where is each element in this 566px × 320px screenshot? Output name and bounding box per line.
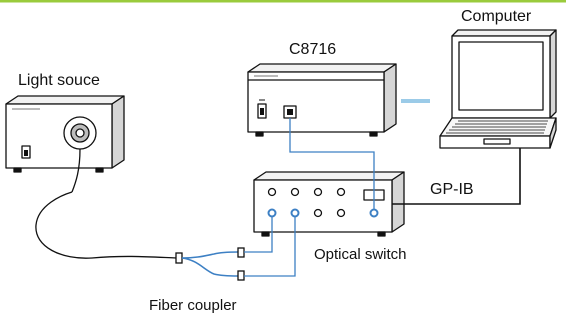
- switch-port: [313, 187, 323, 197]
- fiber-coupler-label: Fiber coupler: [149, 297, 237, 314]
- switch-port: [290, 187, 300, 197]
- fiber-coupler: [175, 247, 245, 281]
- switch-port: [313, 208, 323, 218]
- light-source-unit: [5, 95, 125, 173]
- switch-port: [336, 208, 346, 218]
- gpib-cable: [392, 148, 521, 205]
- light-source-fiber: [35, 148, 177, 259]
- controller-label: C8716: [289, 41, 337, 58]
- computer-laptop: [439, 29, 557, 149]
- computer-screen: [458, 41, 544, 111]
- light-source-label: Light souce: [18, 72, 100, 89]
- switch-port: [290, 208, 300, 218]
- switch-port: [336, 187, 346, 197]
- coupler-output-fiber-2: [244, 217, 296, 277]
- gpib-label: GP-IB: [430, 181, 474, 198]
- computer-label: Computer: [461, 8, 532, 25]
- switch-port: [267, 208, 277, 218]
- controller-switch-fiber: [289, 118, 375, 209]
- switch-port: [267, 187, 277, 197]
- optical-switch-label: Optical switch: [314, 246, 407, 263]
- optical-switch-unit: [253, 171, 405, 237]
- switch-port: [369, 208, 379, 218]
- c8716-controller-unit: [247, 63, 397, 137]
- coupler-output-fiber-1: [244, 217, 273, 253]
